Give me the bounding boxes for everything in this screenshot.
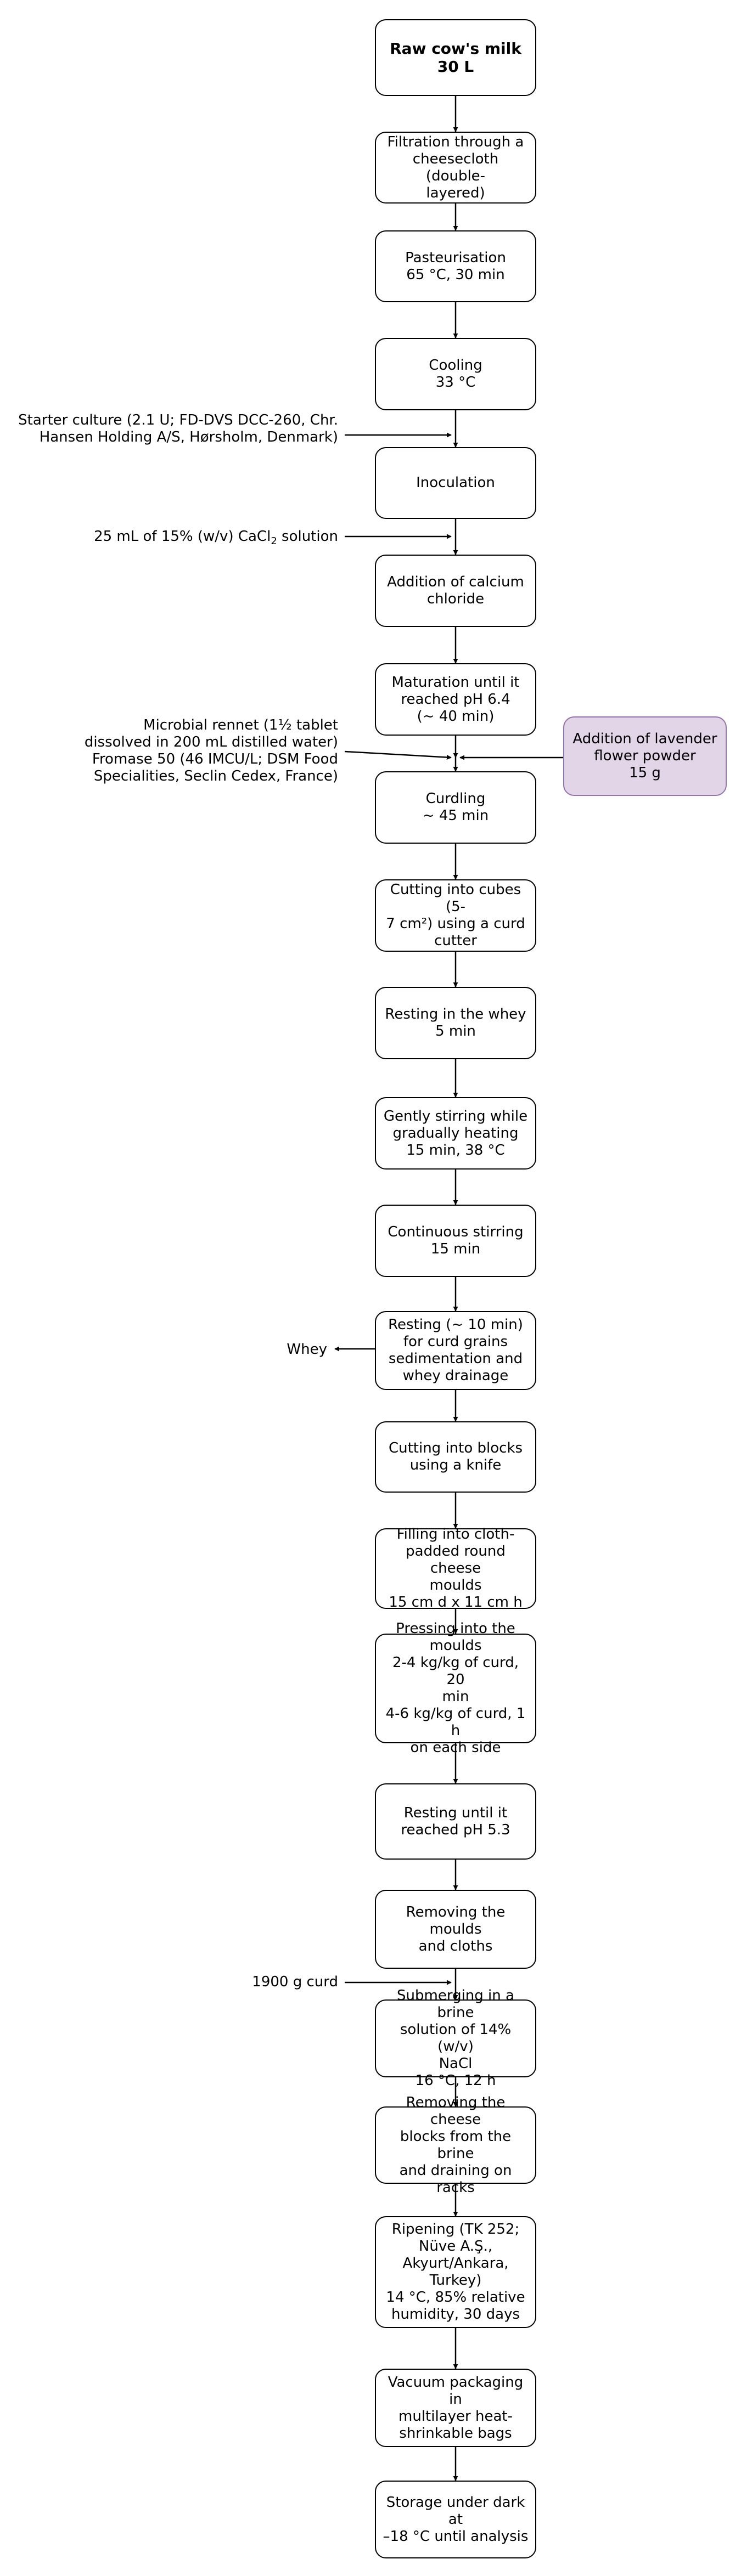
filtration-text: layered) [426,184,485,201]
pressing-text: min [442,1688,469,1705]
filling-moulds-text: padded round cheese [406,1543,506,1577]
resting-drainage-text: sedimentation and [388,1351,523,1367]
curdling-box: Curdling~ 45 min [375,771,536,844]
pressing-text: 2-4 kg/kg of curd, 20 [392,1654,519,1688]
removing-blocks-text: Removing the cheese [406,2094,506,2128]
gently-stirring-text: gradually heating [392,1125,519,1142]
cutting-cubes-text: Cutting into cubes (5- [390,882,521,915]
storage-box: Storage under dark at–18 °C until analys… [375,2481,536,2558]
filtration-text: Filtration through a [387,133,524,150]
pressing-text: 4-6 kg/kg of curd, 1 h [385,1705,526,1739]
continuous-stirring-text: 15 min [430,1241,481,1257]
gently-stirring-text: 15 min, 38 °C [406,1142,505,1159]
resting-whey-text: Resting in the whey [385,1006,526,1023]
pressing-text: Pressing into the [396,1620,515,1637]
input-arrow [344,750,452,760]
raw-milk-text: 30 L [437,58,474,76]
lavender-text: Addition of lavender [572,731,717,747]
ripening-text: 14 °C, 85% relative [386,2289,525,2306]
curd-input-label: 1900 g curd [252,1974,338,1990]
resting-drainage-text: for curd grains [403,1334,508,1350]
cooling-text: 33 °C [435,374,476,391]
filling-moulds-text: 15 cm d x 11 cm h [389,1594,523,1611]
inoculation-text: Inoculation [416,474,495,491]
brine-text: Submerging in a brine [397,1987,514,2021]
removing-blocks-text: and draining on racks [399,2162,512,2196]
removing-moulds-text: Removing the moulds [406,1903,506,1937]
pressing-text: on each side [410,1739,501,1756]
cooling-text: Cooling [429,357,482,374]
inoculation-box: Inoculation [375,447,536,519]
cutting-blocks-text: Cutting into blocks [388,1440,523,1456]
brine-text: 16 °C, 12 h [415,2072,496,2089]
pasteurisation-text: Pasteurisation [405,249,506,266]
resting-drainage-text: whey drainage [402,1368,509,1384]
ripening-text: Ripening (TK 252; [391,2221,520,2238]
brine-text: NaCl [439,2055,473,2072]
resting-drainage-text: Resting (~ 10 min) [388,1317,523,1333]
ripening-box: Ripening (TK 252;Nüve A.Ş.,Akyurt/Ankara… [375,2216,536,2328]
curdling-text: Curdling [425,790,486,807]
maturation-text: Maturation until it [391,674,520,691]
storage-text: Storage under dark at [386,2494,525,2528]
continuous-stirring-text: Continuous stirring [388,1224,524,1240]
storage-text: –18 °C until analysis [383,2528,529,2545]
maturation-text: reached pH 6.4 [401,691,510,708]
lavender-text: flower powder [594,748,696,764]
pressing-text: moulds [429,1637,482,1654]
vacuum-packaging-text: multilayer heat- [398,2408,513,2425]
filtration-text: cheesecloth (double- [412,150,499,184]
vacuum-packaging-text: Vacuum packaging in [388,2374,524,2408]
filling-moulds-text: moulds [429,1577,482,1594]
whey-output-label: Whey [287,1341,327,1358]
cutting-cubes-text: cutter [434,933,477,949]
removing-moulds-text: and cloths [418,1937,493,1954]
ripening-text: Turkey) [429,2272,482,2289]
pasteurisation-text: 65 °C, 30 min [406,266,505,283]
removing-blocks-text: blocks from the brine [400,2128,512,2162]
resting-ph-text: Resting until it [403,1804,508,1821]
ripening-text: Akyurt/Ankara, [402,2255,509,2272]
maturation-text: (~ 40 min) [417,708,495,725]
vacuum-packaging-text: shrinkable bags [399,2425,512,2442]
ripening-text: Nüve A.Ş., [418,2238,493,2255]
calcium-chloride-text: chloride [426,591,485,607]
cacl2-solution-label: 25 mL of 15% (w/v) CaCl2 solution [94,528,338,547]
cutting-blocks-text: using a knife [409,1457,502,1473]
gently-stirring-text: Gently stirring while [383,1108,528,1125]
resting-whey-text: 5 min [435,1023,476,1040]
cutting-cubes-text: 7 cm²) using a curd [386,916,525,932]
resting-ph-text: reached pH 5.3 [401,1821,510,1838]
microbial-rennet-label: Microbial rennet (1½ tablet dissolved in… [84,717,338,784]
ripening-text: humidity, 30 days [391,2306,520,2323]
filling-moulds-text: Filling into cloth- [396,1526,515,1543]
curdling-text: ~ 45 min [422,807,489,824]
calcium-chloride-text: Addition of calcium [387,574,524,590]
brine-text: solution of 14% (w/v) [400,2021,512,2055]
raw-milk-text: Raw cow's milk [390,39,521,58]
cutting-cubes-box: Cutting into cubes (5-7 cm²) using a cur… [375,879,536,952]
starter-culture-label: Starter culture (2.1 U; FD-DVS DCC-260, … [18,412,338,445]
lavender-text: 15 g [629,765,661,781]
